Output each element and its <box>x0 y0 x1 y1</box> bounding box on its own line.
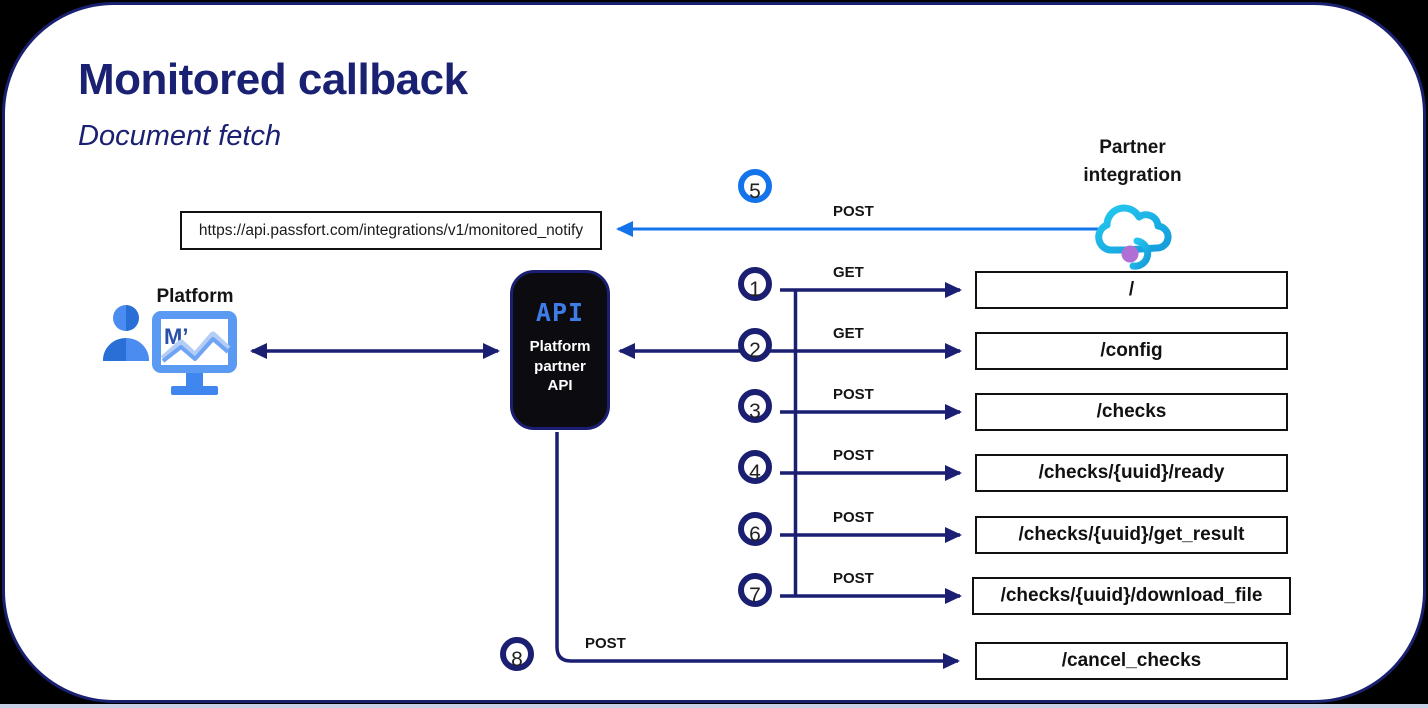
cloud-outline <box>1095 204 1172 254</box>
step-number: 2 <box>749 339 761 362</box>
page-subtitle: Document fetch <box>78 120 282 152</box>
method-label-2: GET <box>833 325 864 342</box>
arrow-cancel <box>555 432 960 669</box>
step-circle-6: 6 <box>738 512 772 546</box>
step-circle-7: 7 <box>738 573 772 607</box>
api-logo: API <box>535 298 585 327</box>
endpoint-text: /checks <box>1096 401 1167 422</box>
step-number: 5 <box>749 180 761 203</box>
endpoint-box-config: /config <box>975 332 1288 370</box>
monitor-base <box>171 386 218 395</box>
step-circle-3: 3 <box>738 389 772 423</box>
endpoint-box-root: / <box>975 271 1288 309</box>
method-label-1: GET <box>833 264 864 281</box>
person-body <box>103 338 149 361</box>
platform-label: Platform <box>156 286 234 307</box>
step-circle-5: 5 <box>738 169 772 203</box>
monitor-stand <box>186 373 203 386</box>
api-box-label: Platform partner API <box>529 338 591 394</box>
partner-integration-label: Partner integration <box>1055 134 1210 189</box>
endpoint-box-ready: /checks/{uuid}/ready <box>975 454 1288 492</box>
step-number: 6 <box>749 523 761 546</box>
method-label-7: POST <box>833 570 874 587</box>
method-label-6: POST <box>833 509 874 526</box>
endpoint-box-download-file: /checks/{uuid}/download_file <box>972 577 1291 615</box>
endpoint-box-checks: /checks <box>975 393 1288 431</box>
method-label-8: POST <box>585 635 626 652</box>
notify-url-text: https://api.passfort.com/integrations/v1… <box>198 221 584 239</box>
window-bottom-edge <box>0 704 1428 708</box>
step-number: 8 <box>511 648 523 671</box>
monitor-chart-line-back <box>160 331 231 362</box>
cloud-purple-dot <box>1121 245 1139 263</box>
cloud-icon <box>1095 204 1172 270</box>
step-number: 3 <box>749 400 761 423</box>
notify-url-box: https://api.passfort.com/integrations/v1… <box>180 211 602 250</box>
partner-label-line2: integration <box>1083 164 1182 186</box>
step-number: 7 <box>749 584 761 607</box>
endpoint-text: / <box>1128 279 1135 300</box>
platform-partner-api-box: API Platform partner API <box>510 270 610 430</box>
method-label-5: POST <box>833 203 874 220</box>
page-title: Monitored callback <box>78 55 468 104</box>
endpoint-text: /checks/{uuid}/ready <box>1038 462 1225 483</box>
endpoint-text: /checks/{uuid}/download_file <box>1000 585 1263 606</box>
step-circle-8: 8 <box>500 637 534 671</box>
endpoint-text: /checks/{uuid}/get_result <box>1018 524 1245 545</box>
person-head <box>113 305 139 331</box>
cloud-swoosh <box>1129 237 1152 270</box>
step-circle-4: 4 <box>738 450 772 484</box>
platform-icon: M’ <box>103 305 237 395</box>
endpoint-box-cancel-checks: /cancel_checks <box>975 642 1288 680</box>
step-number: 1 <box>749 278 761 301</box>
endpoint-box-get-result: /checks/{uuid}/get_result <box>975 516 1288 554</box>
partner-label-line1: Partner <box>1099 137 1166 158</box>
step-circle-2: 2 <box>738 328 772 362</box>
method-label-4: POST <box>833 447 874 464</box>
step-circle-1: 1 <box>738 267 772 301</box>
endpoint-text: /cancel_checks <box>1061 650 1202 671</box>
endpoint-text: /config <box>1100 340 1163 361</box>
monitor-chart-line-front <box>161 337 230 363</box>
method-label-3: POST <box>833 386 874 403</box>
step-number: 4 <box>749 461 761 484</box>
